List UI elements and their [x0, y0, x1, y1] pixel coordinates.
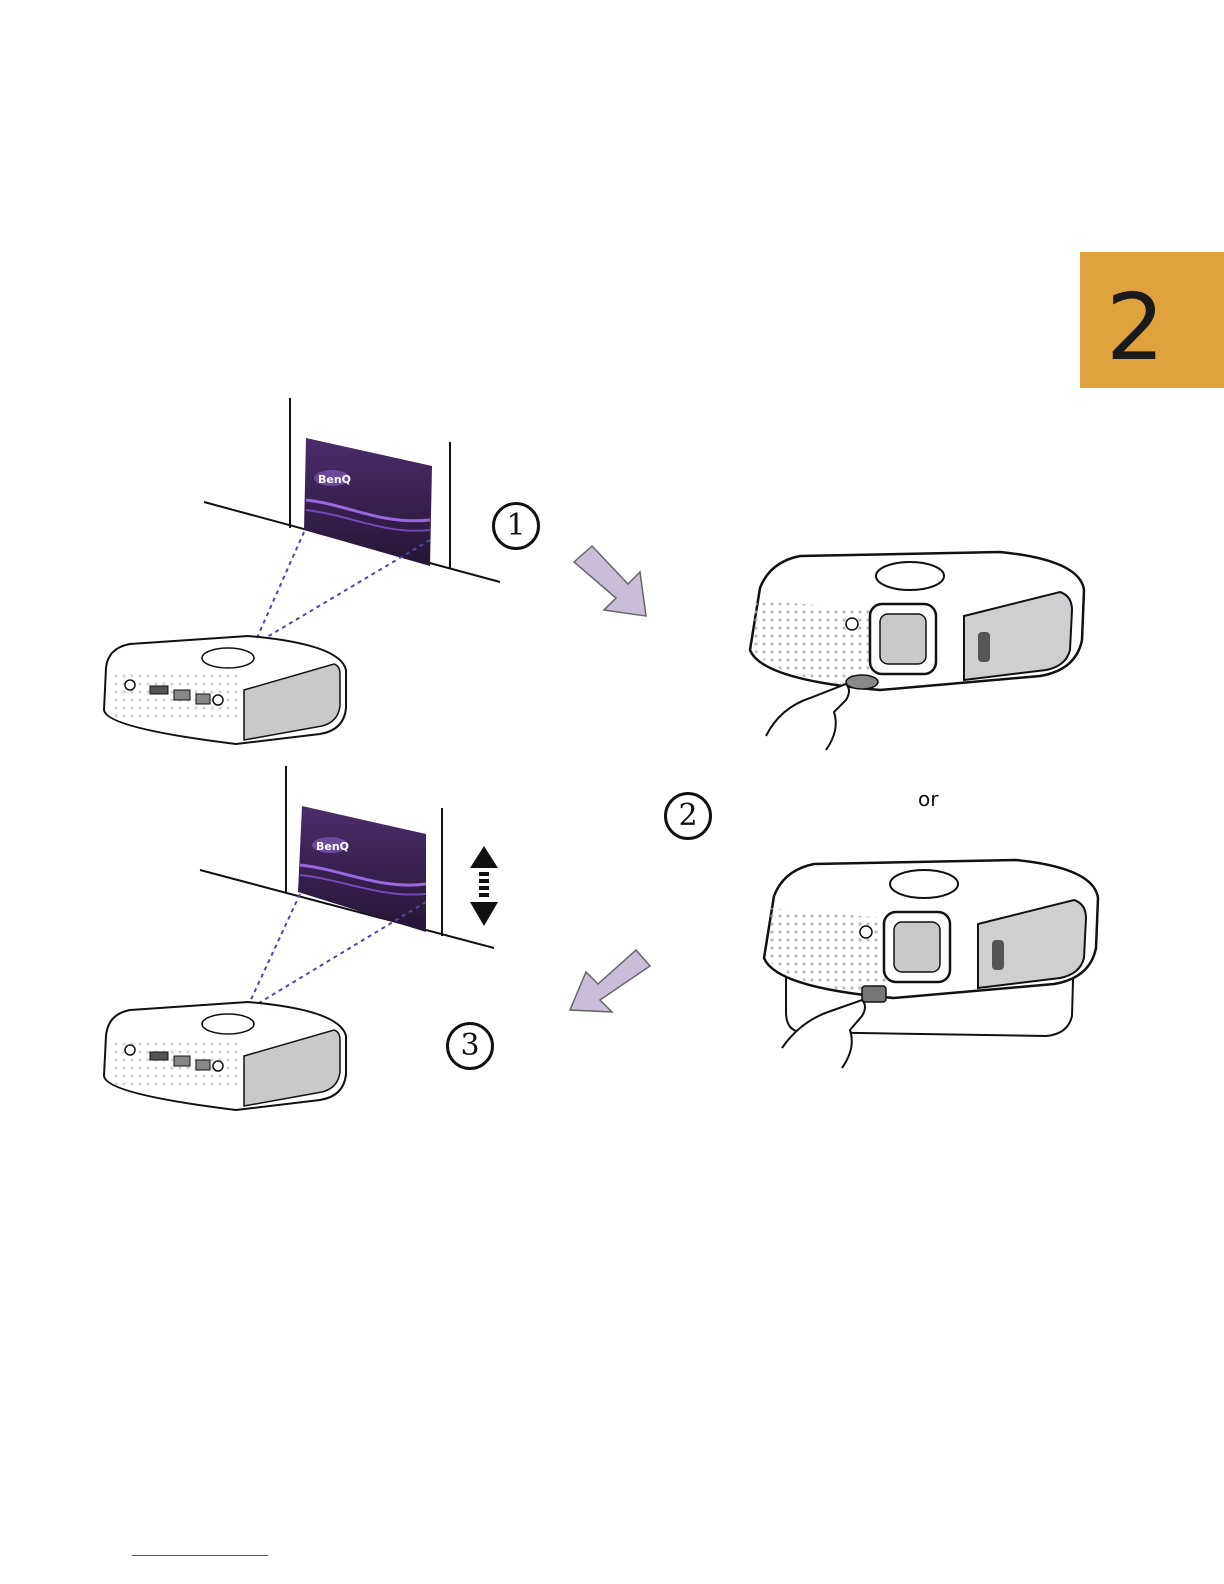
footer-link-underline[interactable]	[132, 1555, 268, 1556]
projector-right-top	[750, 552, 1084, 750]
screen-brand-bottom: BenQ	[316, 840, 349, 853]
projector-top-left	[104, 636, 346, 744]
step-1-marker: 1	[492, 502, 540, 550]
wall-scene-top: BenQ	[204, 398, 500, 640]
projected-screen-top: BenQ	[304, 438, 432, 566]
step-3-marker: 3	[446, 1022, 494, 1070]
projector-right-bottom	[764, 860, 1098, 1068]
up-down-arrow-icon	[470, 846, 498, 926]
arrow-down-right-icon	[574, 546, 646, 616]
or-label: or	[918, 787, 938, 811]
step-2-marker: 2	[664, 792, 712, 840]
projector-bottom-left	[104, 1002, 346, 1110]
wall-scene-bottom: BenQ	[200, 766, 494, 1006]
screen-brand-top: BenQ	[318, 473, 351, 486]
arrow-down-left-icon	[570, 950, 650, 1012]
